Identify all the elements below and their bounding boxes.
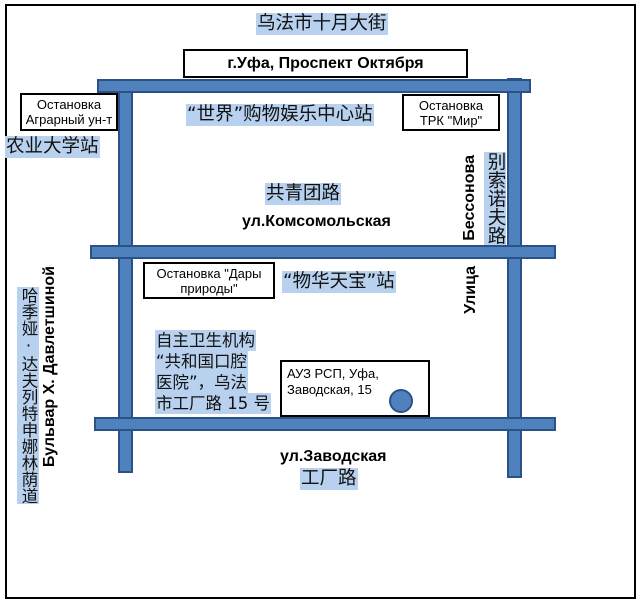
street-zavodskaya-name-ru: ул.Заводская: [280, 448, 387, 465]
address-label: г.Уфа, Проспект Октября: [227, 55, 424, 72]
bus-stop-agrarian-box: Остановка Аграрный ун-т: [20, 93, 118, 131]
bus-stop-dary-label-line2: природы": [180, 281, 238, 296]
bus-stop-mir-name-cn: “世界”购物娱乐中心站: [186, 104, 374, 126]
clinic-description-cn-line: 医院”，乌法: [155, 372, 249, 393]
clinic-description-cn-line: 市工厂路 15 号: [155, 393, 271, 414]
street-bessonova-name-ru: Бессонова: [461, 155, 478, 241]
bus-stop-mir-label-line1: Остановка: [418, 98, 484, 113]
road-komsomolskaya-street: [90, 245, 556, 259]
map-frame: [5, 4, 636, 599]
clinic-address-box: АУЗ РСП, Уфа, Заводская, 15: [280, 360, 430, 417]
bus-stop-agrarian-label-line1: Остановка: [36, 97, 102, 112]
clinic-description-cn-line: 自主卫生机构: [155, 330, 256, 351]
road-davletshina-boulevard: [118, 79, 133, 473]
bus-stop-dary-box: Остановка "Дары природы": [143, 262, 275, 299]
bus-stop-mir-label-line2: ТРК "Мир": [419, 113, 483, 128]
clinic-address-line1: АУЗ РСП, Уфа,: [287, 366, 379, 381]
street-bessonova-prefix-ru: Улица: [462, 266, 479, 314]
clinic-address-line2: Заводская, 15: [287, 382, 372, 397]
road-oktyabrya-avenue: [97, 79, 531, 93]
clinic-description-cn-line: “共和国口腔: [155, 351, 249, 372]
clinic-description-cn: 自主卫生机构 “共和国口腔 医院”，乌法 市工厂路 15 号: [155, 330, 271, 414]
street-bessonova-name-cn: 别索诺夫路: [484, 152, 506, 245]
bus-stop-agrarian-label-line2: Аграрный ун-т: [25, 112, 113, 127]
address-box: г.Уфа, Проспект Октября: [183, 49, 468, 78]
street-komsomolskaya-name-cn: 共青团路: [265, 183, 342, 205]
street-komsomolskaya-name-ru: ул.Комсомольская: [242, 213, 391, 230]
bus-stop-dary-label-line1: Остановка "Дары: [156, 266, 262, 281]
street-davletshina-name-cn: 哈季娅·达夫列特申娜林荫道: [17, 287, 39, 504]
street-davletshina-name-ru: Бульвар Х. Давлетшиной: [41, 266, 58, 468]
avenue-name-cn: 乌法市十月大街: [256, 13, 388, 35]
road-zavodskaya-street: [94, 417, 556, 431]
bus-stop-dary-name-cn: “物华天宝”站: [282, 271, 396, 293]
street-zavodskaya-name-cn: 工厂路: [300, 468, 358, 490]
location-marker-icon: [389, 389, 413, 413]
bus-stop-agrarian-name-cn: 农业大学站: [5, 136, 100, 158]
bus-stop-mir-box: Остановка ТРК "Мир": [402, 94, 500, 131]
